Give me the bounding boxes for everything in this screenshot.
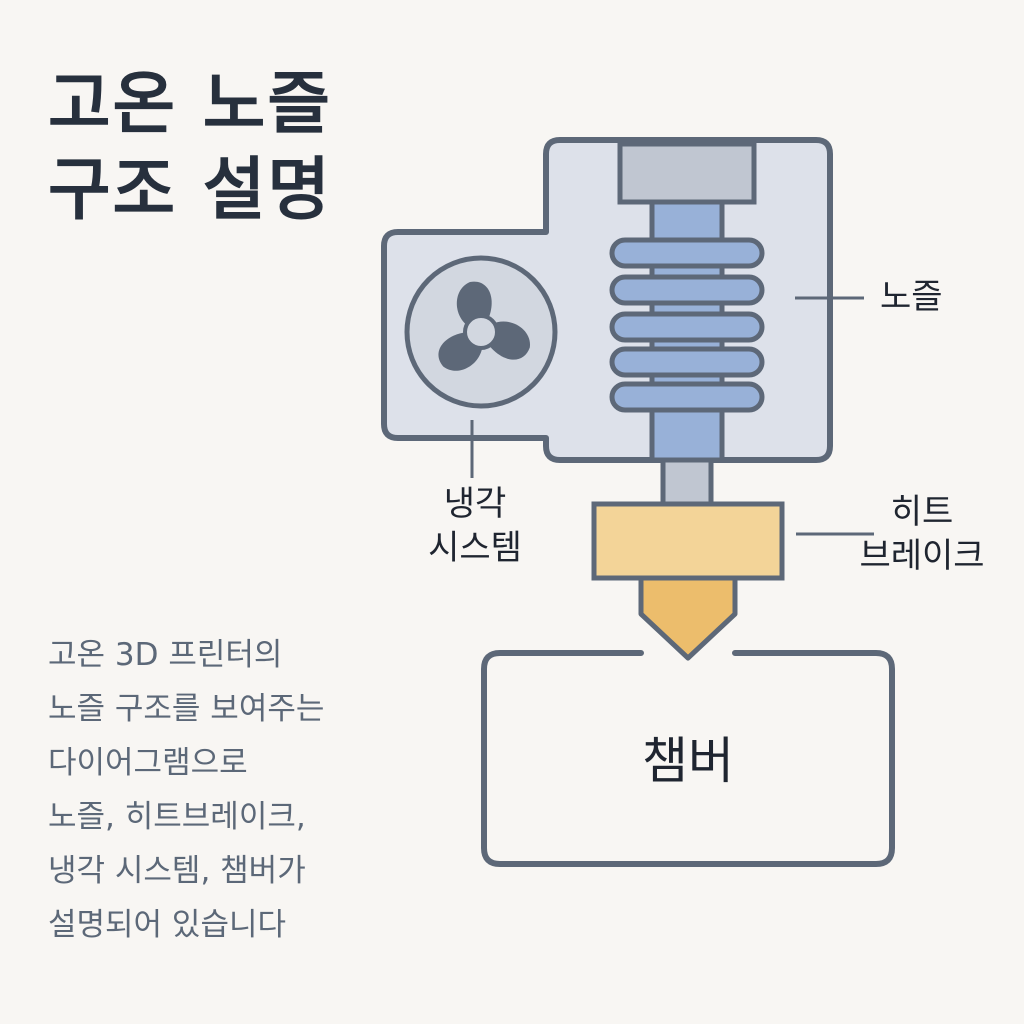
description-line: 설명되어 있습니다 [48, 907, 287, 943]
description-line: 다이어그램으로 [48, 745, 248, 781]
nozzle-label: 노즐 [880, 275, 943, 319]
title-line-2: 구조 설명 [48, 151, 332, 230]
heatsink-fin [609, 311, 765, 343]
nozzle-tip [638, 575, 738, 661]
heatsink-fin [609, 346, 765, 378]
cooling-system-label: 냉각 시스템 [410, 482, 540, 570]
heatbreak-label-line-1: 히트 [890, 492, 954, 532]
cooling-label-line-2: 시스템 [428, 528, 522, 568]
heatsink-fin [609, 274, 765, 306]
heatsink-fin [609, 381, 765, 413]
heatbreak-throat [660, 457, 714, 507]
description-line: 냉각 시스템, 챔버가 [48, 853, 306, 889]
heater-block [591, 501, 785, 581]
heatbreak-label-line-2: 브레이크 [859, 536, 985, 576]
heatsink-fin [609, 237, 765, 269]
fan-icon [404, 255, 558, 409]
description-line: 노즐, 히트브레이크, [48, 799, 306, 835]
title-line-1: 고온 노즐 [48, 65, 332, 144]
diagram-title: 고온 노즐 구조 설명 [48, 62, 332, 234]
cooling-label-line-1: 냉각 [443, 484, 507, 524]
nozzle-label-text: 노즐 [880, 277, 943, 317]
chamber-box [481, 650, 895, 867]
top-mount [617, 141, 757, 205]
chamber-label: 챔버 [484, 650, 892, 864]
description-line: 노즐 구조를 보여주는 [48, 691, 325, 727]
description: 고온 3D 프린터의 노즐 구조를 보여주는 다이어그램으로 노즐, 히트브레이… [48, 628, 324, 952]
chamber-label-text: 챔버 [642, 732, 734, 790]
heatsink-fins [609, 237, 765, 413]
heatbreak-label: 히트 브레이크 [840, 490, 1004, 578]
description-line: 고온 3D 프린터의 [48, 637, 283, 673]
